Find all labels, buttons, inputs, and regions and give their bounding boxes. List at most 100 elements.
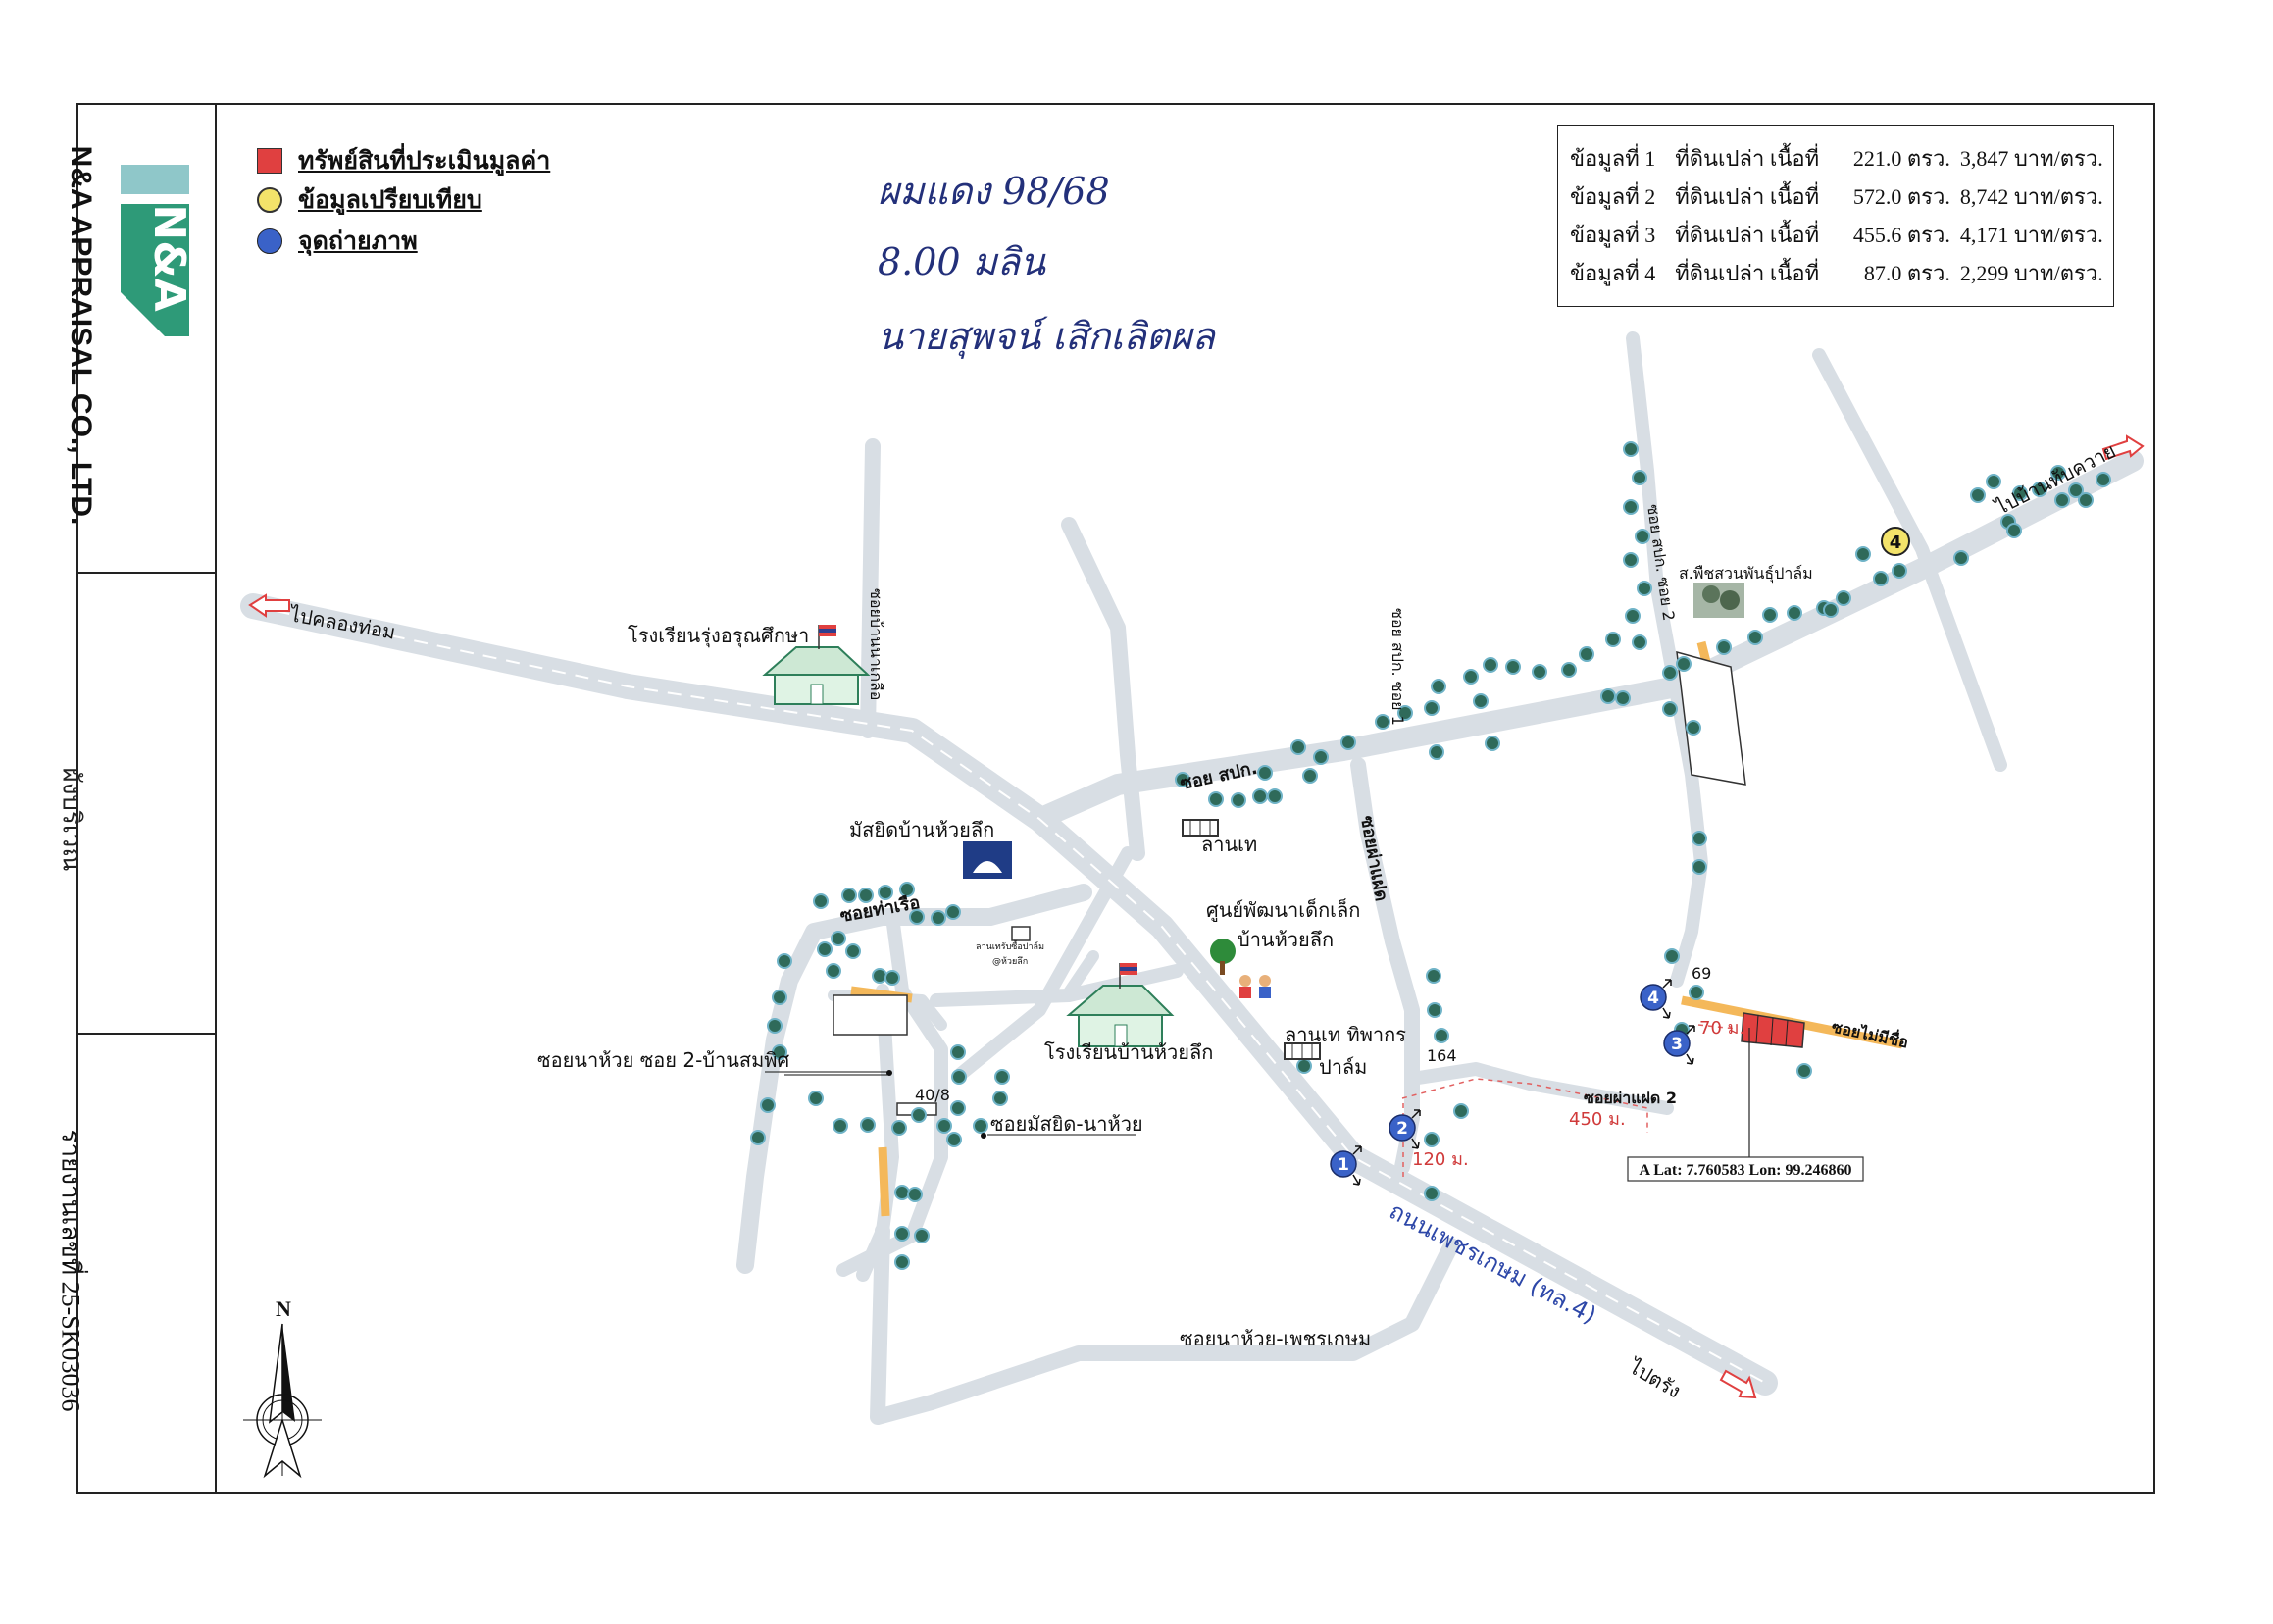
tree-icon bbox=[1796, 1063, 1812, 1079]
tree-icon bbox=[1689, 985, 1704, 1000]
sidebar-divider bbox=[76, 572, 215, 574]
comparable-plot bbox=[1676, 650, 1746, 786]
tree-icon bbox=[931, 910, 946, 926]
tree-icon bbox=[994, 1069, 1010, 1085]
legend-item-comparable: ข้อมูลเปรียบเทียบ bbox=[257, 180, 482, 220]
yellow-circle-icon bbox=[257, 187, 282, 213]
tree-icon bbox=[894, 1185, 910, 1200]
tree-icon bbox=[1257, 765, 1273, 781]
label-soi-pha-laet: ซอยผ่าแฝด bbox=[1356, 814, 1391, 902]
tree-icon bbox=[1836, 590, 1851, 606]
tree-icon bbox=[894, 1254, 910, 1270]
tree-icon bbox=[1296, 1058, 1312, 1074]
arrow-icon bbox=[2101, 434, 2145, 461]
distance-120: 120 ม. bbox=[1412, 1149, 1469, 1170]
label-school-huai-luek: โรงเรียนบ้านห้วยลึก bbox=[1044, 1040, 1213, 1064]
tree-icon bbox=[1632, 470, 1647, 485]
nursery-icon bbox=[1693, 583, 1744, 618]
photo-point-1: 1 bbox=[1330, 1145, 1362, 1186]
tree-icon bbox=[760, 1097, 776, 1113]
north-arrow-icon: N bbox=[243, 1296, 322, 1479]
tree-icon bbox=[899, 882, 915, 897]
tree-icon bbox=[1787, 605, 1802, 621]
tree-icon bbox=[1692, 859, 1707, 875]
legend-label: จุดถ่ายภาพ bbox=[298, 227, 418, 255]
label-lan-the-small-2: @ห้วยลึก bbox=[992, 956, 1028, 967]
legend-item-photo: จุดถ่ายภาพ bbox=[257, 222, 418, 261]
tree-icon bbox=[2032, 482, 2047, 497]
tree-icon bbox=[1483, 657, 1498, 673]
tree-icon bbox=[1290, 739, 1306, 755]
tree-icon bbox=[946, 1132, 962, 1147]
tree-icon bbox=[1313, 749, 1329, 765]
tree-icon bbox=[1676, 656, 1692, 672]
tree-icon bbox=[1397, 705, 1413, 721]
tree-icon bbox=[1579, 646, 1594, 662]
tree-icon bbox=[777, 953, 792, 969]
tree-icon bbox=[872, 968, 887, 984]
tree-icon bbox=[878, 885, 893, 900]
school-huai-luek-icon bbox=[1066, 963, 1175, 1047]
label-school-rung: โรงเรียนรุ่งอรุณศึกษา bbox=[628, 624, 809, 648]
label-lan-the-thip-2: ปาล์ม bbox=[1319, 1055, 1367, 1079]
tree-icon bbox=[750, 1130, 766, 1145]
label-number-69: 69 bbox=[1692, 964, 1711, 983]
tree-icon bbox=[1762, 607, 1778, 623]
tree-icon bbox=[1340, 735, 1356, 750]
handwritten-note-1: ผมแดง 98/68 bbox=[878, 170, 1110, 213]
label-soi-na-huai-phet: ซอยนาห้วย-เพชรเกษม bbox=[1180, 1327, 1371, 1350]
tree-icon bbox=[973, 1118, 988, 1134]
tree-icon bbox=[1427, 1002, 1442, 1018]
tree-icon bbox=[831, 931, 846, 946]
red-square-icon bbox=[257, 148, 282, 174]
label-child-center-1: ศูนย์พัฒนาเด็กเล็ก bbox=[1206, 897, 1360, 923]
photo-point-2: 2 bbox=[1389, 1109, 1421, 1149]
tree-icon bbox=[1623, 552, 1639, 568]
tree-icon bbox=[1605, 632, 1621, 647]
distance-450: 450 ม. bbox=[1569, 1109, 1626, 1130]
tree-icon bbox=[1431, 679, 1446, 694]
tree-icon bbox=[1505, 659, 1521, 675]
tree-icon bbox=[2006, 523, 2022, 538]
tree-icon bbox=[826, 963, 841, 979]
map-frame bbox=[76, 103, 2155, 1494]
tree-icon bbox=[914, 1228, 930, 1243]
handwritten-note-2: 8.00 มลิน bbox=[878, 240, 1045, 283]
lan-the-icon bbox=[1182, 819, 1219, 837]
label-soi-ban-na-kluea: ซอยบ้านนาเกลือ bbox=[867, 588, 885, 700]
tree-icon bbox=[1532, 664, 1547, 680]
tree-icon bbox=[1662, 701, 1678, 717]
school-rung-icon bbox=[762, 625, 871, 705]
photo-point-label: 3 bbox=[1671, 1035, 1683, 1054]
label-to-trang: ไปตรัง bbox=[1624, 1354, 1685, 1403]
tree-icon bbox=[945, 904, 961, 920]
tree-icon bbox=[1986, 474, 2001, 489]
masjid-icon bbox=[963, 841, 1012, 879]
tree-icon bbox=[1231, 792, 1246, 808]
tree-icon bbox=[833, 1118, 848, 1134]
svg-text:N&A: N&A bbox=[144, 204, 189, 311]
tree-icon bbox=[858, 888, 874, 903]
tree-icon bbox=[1302, 768, 1318, 784]
photo-point-label: 4 bbox=[1647, 989, 1659, 1008]
legend-label: ข้อมูลเปรียบเทียบ bbox=[298, 185, 482, 214]
tree-icon bbox=[1823, 602, 1839, 618]
tree-icon bbox=[1632, 634, 1647, 650]
tree-icon bbox=[1485, 736, 1500, 751]
tree-icon bbox=[1424, 700, 1440, 716]
tree-icon bbox=[1716, 639, 1732, 655]
tree-icon bbox=[1429, 744, 1444, 760]
tree-icon bbox=[907, 1187, 923, 1202]
sidebar bbox=[76, 103, 217, 1494]
tree-icon bbox=[992, 1091, 1008, 1106]
tree-icon bbox=[1615, 690, 1631, 706]
tree-icon bbox=[1623, 499, 1639, 515]
tree-icon bbox=[1453, 1103, 1469, 1119]
comparable-point-4: 4 bbox=[1881, 527, 1910, 556]
arrow-icon bbox=[1719, 1369, 1757, 1399]
label-number-164: 164 bbox=[1427, 1046, 1457, 1065]
tree-icon bbox=[2096, 472, 2111, 487]
